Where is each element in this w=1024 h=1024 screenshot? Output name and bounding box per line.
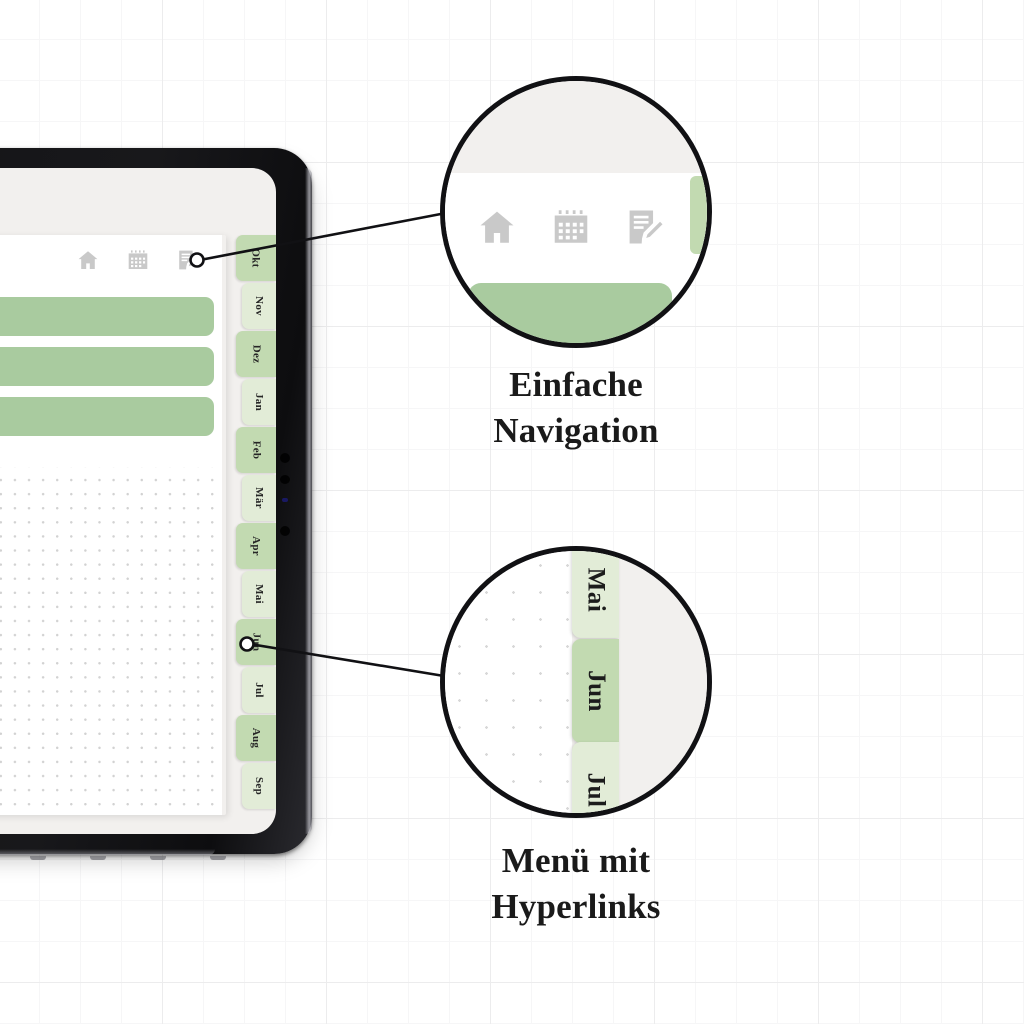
month-tab-label: Dez [249,344,262,364]
magnified-month-tab-jun[interactable]: Jun [572,639,619,743]
home-icon[interactable] [76,248,100,272]
month-tab-apr[interactable]: Apr [236,523,276,569]
month-tab-label: Okt [250,248,262,268]
month-tab-jun[interactable]: Jun [236,619,276,665]
planner-nav-bar [0,235,222,285]
note-edit-icon[interactable] [176,248,200,272]
home-icon[interactable] [476,206,518,248]
tablet-foot [30,856,46,860]
dot-grid-writing-area[interactable] [0,467,222,815]
bezel-led-indicator [282,498,288,502]
month-tab-label: Mär [252,487,265,509]
tablet-foot [210,856,226,860]
month-tab-jul[interactable]: Jul [242,667,276,713]
month-tab-label: Sep [253,776,265,796]
caption-menu: Menü mit Hyperlinks [366,838,786,930]
magnified-screen-background [445,81,707,173]
month-tab-feb[interactable]: Feb [236,427,276,473]
magnified-month-tab-label: Mai [582,567,610,613]
tablet-foot [150,856,166,860]
tablet-screen: Mitschriften Gruppenarbeiten Klausurvorb… [0,168,276,834]
magnifier-navigation [440,76,712,348]
magnified-link-button [468,283,672,343]
month-tab-maer[interactable]: Mär [242,475,276,521]
month-tab-okt[interactable]: Okt [236,235,276,281]
month-tab-dez[interactable]: Dez [236,331,276,377]
magnified-month-tab-label: Jun [582,670,610,712]
calendar-icon[interactable] [126,248,150,272]
magnified-month-tab-label: Jul [582,772,610,808]
bezel-microphone-hole [280,526,290,536]
month-tab-label: Mai [253,584,265,604]
magnifier-menu-content: Mai Jun Jul [445,551,707,813]
month-tab-strip: Okt Nov Dez Jan Feb Mär Apr Mai Jun Jul … [222,235,276,815]
bezel-speaker-hole [280,475,290,484]
caption-line-2: Hyperlinks [491,887,661,927]
month-tab-label: Jul [252,682,265,698]
caption-line-1: Einfache [509,365,643,404]
caption-line-1: Menü mit [501,841,651,880]
caption-line-2: Navigation [493,411,659,451]
calendar-icon[interactable] [550,206,592,248]
tablet-foot [90,856,106,860]
link-button-mitschriften[interactable]: Mitschriften [0,297,214,336]
month-tab-sep[interactable]: Sep [242,763,276,809]
magnified-nav-icon-row [476,189,666,265]
magnified-month-tab-mai[interactable]: Mai [572,551,619,638]
month-tab-label: Apr [249,536,262,556]
planner-link-button-list: Mitschriften Gruppenarbeiten Klausurvorb… [0,297,214,447]
magnified-dot-grid-page [445,551,572,813]
magnifier-menu: Mai Jun Jul [440,546,712,818]
link-button-klausurvorbereitung[interactable]: Klausurvorbereitung [0,397,214,436]
month-tab-label: Feb [250,440,262,460]
note-edit-icon[interactable] [624,206,666,248]
caption-navigation: Einfache Navigation [366,362,786,454]
month-tab-label: Aug [250,727,262,749]
month-tab-mai[interactable]: Mai [242,571,276,617]
tablet-bottom-highlight [0,849,215,855]
month-tab-label: Nov [252,296,265,316]
month-tab-nov[interactable]: Nov [242,283,276,329]
tablet-frame: Mitschriften Gruppenarbeiten Klausurvorb… [0,148,312,860]
tablet-edge-highlight [305,168,312,834]
magnified-month-tab-jul[interactable]: Jul [572,742,619,813]
planner-page: Mitschriften Gruppenarbeiten Klausurvorb… [0,235,222,815]
tablet-device: Mitschriften Gruppenarbeiten Klausurvorb… [0,148,312,862]
month-tab-label: Jun [249,632,262,652]
month-tab-label: Jan [253,392,265,412]
magnifier-navigation-content [445,81,707,343]
magnified-month-tab [690,176,707,254]
month-tab-jan[interactable]: Jan [242,379,276,425]
month-tab-aug[interactable]: Aug [236,715,276,761]
link-button-gruppenarbeiten[interactable]: Gruppenarbeiten [0,347,214,386]
bezel-speaker-hole [280,453,290,463]
